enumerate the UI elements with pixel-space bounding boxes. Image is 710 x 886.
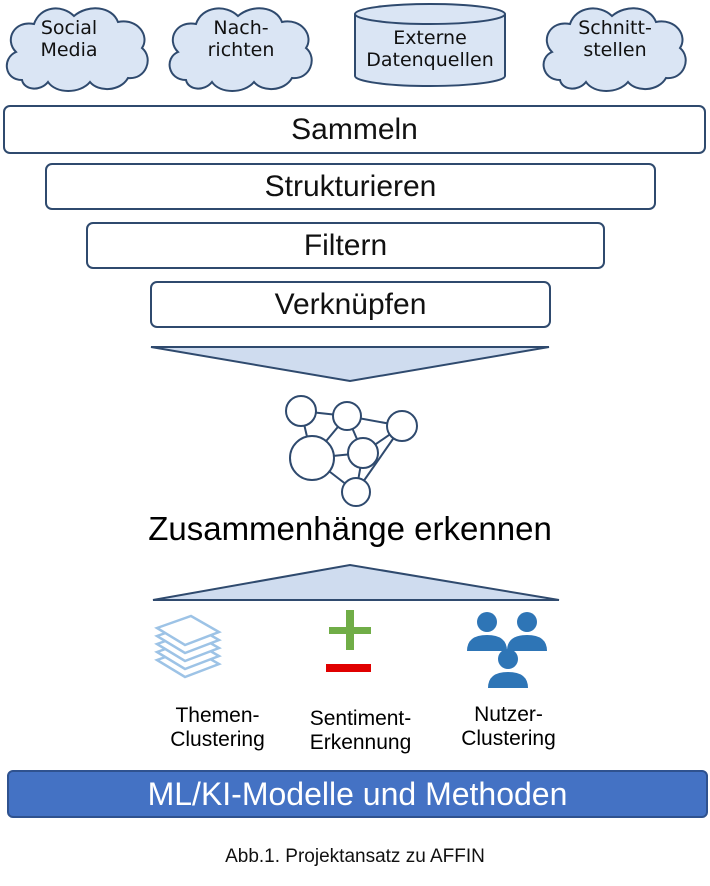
source-line: richten xyxy=(207,38,275,61)
plus-vertical xyxy=(346,610,354,650)
plus-minus-icon xyxy=(326,610,371,672)
network-graph-icon xyxy=(285,395,418,507)
method-label-sentiment-erkennung: Sentiment- Erkennung xyxy=(288,707,433,755)
source-label-externe-datenquellen: Externe Datenquellen xyxy=(355,27,505,72)
source-label-nachrichten: Nach- richten xyxy=(191,17,291,62)
method-line: Themen- xyxy=(175,704,260,727)
figure-caption: Abb.1. Projektansatz zu AFFIN xyxy=(225,846,485,867)
source-line: Media xyxy=(40,38,98,61)
cloud-schnittstellen xyxy=(542,7,687,92)
method-line: Clustering xyxy=(170,728,265,752)
method-line: Erkennung xyxy=(309,731,412,755)
source-line: Datenquellen xyxy=(366,48,494,71)
method-label-themen-clustering: Themen- Clustering xyxy=(145,704,290,752)
method-label-nutzer-clustering: Nutzer- Clustering xyxy=(436,703,581,751)
source-line: stellen xyxy=(583,38,647,61)
database-externe-datenquellen xyxy=(354,3,506,87)
source-label-schnittstellen: Schnitt- stellen xyxy=(565,17,665,62)
source-label-social-media: Social Media xyxy=(19,17,119,62)
stage-filtern: Filtern xyxy=(86,222,605,269)
stacked-layers-icon xyxy=(154,614,222,679)
source-line: Externe xyxy=(393,27,467,49)
cloud-social-media xyxy=(6,7,149,92)
source-line: Nach- xyxy=(213,17,269,39)
cloud-nachrichten xyxy=(168,7,313,92)
method-line: Nutzer- xyxy=(474,703,543,726)
funnel-arrow-down xyxy=(150,346,550,383)
result-label: Zusammenhänge erkennen xyxy=(148,510,552,547)
source-line: Schnitt- xyxy=(578,17,652,39)
minus-bar xyxy=(326,664,371,672)
method-line: Sentiment- xyxy=(309,707,412,730)
source-line: Social xyxy=(40,17,98,39)
stage-verknuepfen: Verknüpfen xyxy=(150,281,551,328)
funnel-arrow-up xyxy=(152,563,560,601)
method-line: Clustering xyxy=(461,727,556,751)
stage-sammeln: Sammeln xyxy=(3,105,706,154)
user-group-icon xyxy=(467,612,547,688)
models-bar: ML/KI-Modelle und Methoden xyxy=(7,770,708,818)
stage-strukturieren: Strukturieren xyxy=(45,163,656,210)
